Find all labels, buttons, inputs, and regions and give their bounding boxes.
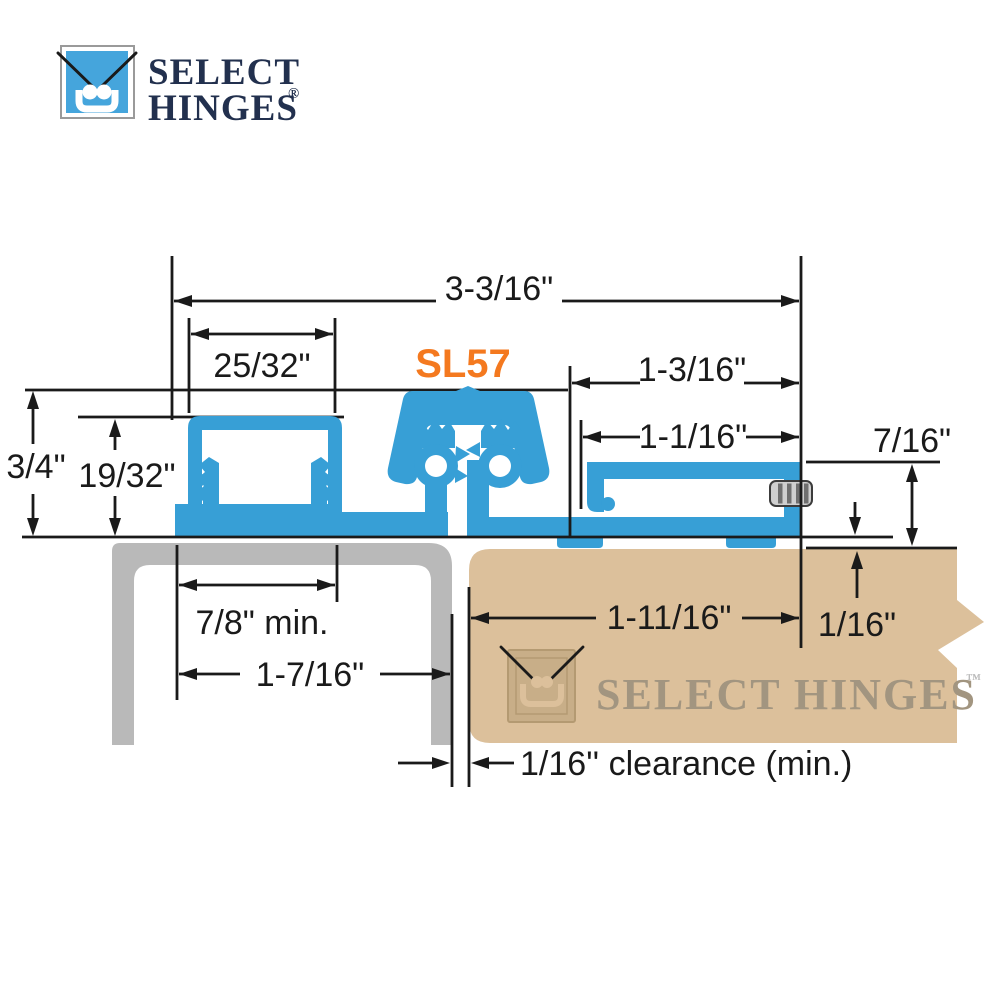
brand-line1: SELECT xyxy=(148,52,300,93)
watermark-logo-inner-square xyxy=(515,657,568,715)
dim-label-door-face-offset: 1/16" xyxy=(818,606,896,644)
arrowhead xyxy=(781,295,799,307)
stem-left xyxy=(425,460,447,525)
model-label: SL57 xyxy=(415,342,511,386)
mesh-tooth xyxy=(455,468,468,483)
dim-label-door-channel-width: 1-1/16" xyxy=(639,418,747,456)
stem-right xyxy=(467,460,489,530)
door-leaf-foot xyxy=(557,536,603,548)
frame-leaf-plate xyxy=(175,504,448,536)
frame-leaf-cap xyxy=(188,416,342,517)
dim-label-door-leaf-length: 1-3/16" xyxy=(638,351,746,389)
dim-cap-width: 25/32" xyxy=(187,318,337,413)
dim-label-overall-height: 3/4" xyxy=(6,448,65,486)
watermark-logo-square xyxy=(507,649,576,723)
arrowhead xyxy=(109,419,121,437)
set-screw xyxy=(769,480,813,507)
barbed-prong-left xyxy=(196,457,219,506)
arrowhead xyxy=(906,528,918,546)
dim-label-cap-width: 25/32" xyxy=(213,347,310,385)
dim-label-door-leaf-height: 7/16" xyxy=(873,422,951,460)
arrowhead xyxy=(27,391,39,409)
arrowhead xyxy=(174,295,192,307)
arrowhead xyxy=(471,612,489,624)
door-leaf-cap-top xyxy=(587,462,801,479)
arrowhead xyxy=(906,464,918,482)
arrowhead xyxy=(849,517,861,535)
door-leaf-cap-leftwall xyxy=(587,462,604,512)
dim-overall-width: 3-3/16" xyxy=(170,256,803,648)
brand-line2: HINGES xyxy=(148,88,298,129)
hinge-glyph-icon xyxy=(56,51,138,113)
dim-door-leaf-length: 1-3/16" xyxy=(568,351,799,537)
dim-label-frame-channel-width: 1-7/16" xyxy=(256,656,364,694)
arrowhead xyxy=(432,668,450,680)
frame-channel-shape xyxy=(112,543,452,745)
gear-cap xyxy=(387,386,550,485)
gear-teeth-left xyxy=(414,419,455,448)
dim-label-door-edge-to-screw: 1-11/16" xyxy=(607,599,732,637)
logo-blue-square xyxy=(66,51,128,113)
dim-label-frame-prep-min: 7/8" min. xyxy=(195,604,328,642)
door-panel: SELECT HINGES ™ xyxy=(469,549,984,743)
mesh-tooth xyxy=(455,446,470,463)
dim-label-frame-leaf-height: 19/32" xyxy=(78,457,175,495)
dim-door-face-offset: 1/16" xyxy=(818,502,896,644)
arrowhead xyxy=(583,431,601,443)
arrowhead xyxy=(471,757,489,769)
door-watermark: SELECT HINGES ™ xyxy=(499,645,981,723)
arrowhead xyxy=(179,668,197,680)
watermark-tm: ™ xyxy=(966,672,981,688)
arrowhead xyxy=(572,377,590,389)
arrowhead xyxy=(432,757,450,769)
dim-overall-height: 3/4" xyxy=(6,391,66,536)
door-panel-shape xyxy=(469,549,984,743)
arrowhead xyxy=(317,579,335,591)
arrowhead xyxy=(191,328,209,340)
arrowhead xyxy=(781,377,799,389)
barbed-prong-right xyxy=(311,457,334,506)
select-hinges-logo: SELECT HINGES ® xyxy=(56,45,300,129)
dimensions: 3-3/16" 25/32" SL57 1-3/16" xyxy=(6,256,957,787)
knuckle-hole-right xyxy=(489,455,511,477)
dim-clearance-note: 1/16'' clearance (min.) xyxy=(398,745,852,783)
arrowhead xyxy=(781,431,799,443)
arrowhead xyxy=(315,328,333,340)
arrowhead xyxy=(781,612,799,624)
arrowhead xyxy=(109,518,121,536)
arrowhead xyxy=(27,518,39,536)
frame-channel xyxy=(112,543,452,745)
hinge-profile xyxy=(175,386,801,548)
arrowhead xyxy=(179,579,197,591)
dim-door-leaf-height: 7/16" xyxy=(806,422,951,546)
dim-label-overall-width: 3-3/16" xyxy=(445,270,553,308)
door-leaf-foot xyxy=(726,536,776,548)
dim-label-clearance-note: 1/16'' clearance (min.) xyxy=(520,745,852,783)
dim-door-edge-to-screw: 1-11/16" xyxy=(467,587,799,787)
dim-frame-leaf-height: 19/32" xyxy=(78,419,176,536)
door-leaf-plate xyxy=(467,517,801,537)
door-leaf-inner-bump xyxy=(601,497,615,511)
arrowhead xyxy=(851,551,863,569)
knuckle-hole-left xyxy=(425,455,447,477)
dim-frame-channel-width: 1-7/16" xyxy=(179,614,454,787)
gear-teeth-right xyxy=(481,419,522,448)
watermark-hinge-glyph-icon xyxy=(499,645,585,707)
mesh-tooth xyxy=(466,442,480,457)
watermark-text: SELECT HINGES xyxy=(596,670,977,719)
dim-door-channel-width: 1-1/16" xyxy=(579,418,799,509)
dim-frame-prep-min: 7/8" min. xyxy=(175,545,339,700)
registered-mark: ® xyxy=(288,86,299,102)
